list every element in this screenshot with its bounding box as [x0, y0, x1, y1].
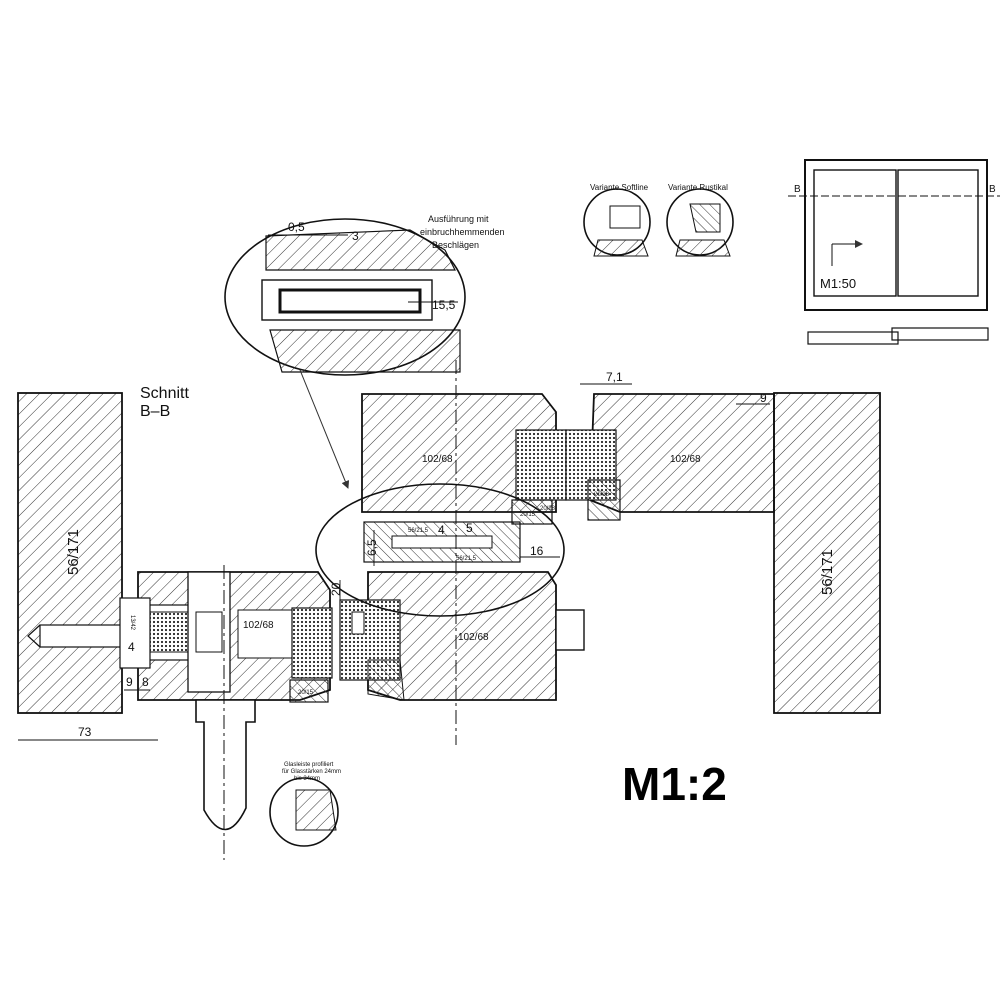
- dim-9-bottom: 9: [126, 675, 133, 689]
- overview-elevation: B B M1:50: [788, 159, 1000, 345]
- dim-20: 20: [329, 582, 343, 596]
- dim-9-top: 9: [760, 391, 767, 405]
- hardware-callout-line1: Ausführung mit: [428, 214, 489, 224]
- left-wall: 56/171: [17, 392, 123, 714]
- dim-3: 3: [352, 229, 359, 243]
- variant-rustikal-detail: Variante Rustikal: [666, 183, 734, 257]
- label-sash-upper-right: 102/68: [670, 454, 701, 465]
- upper-middle-sash-profile: 102/68 20/15: [361, 393, 567, 525]
- dim-4-left: 4: [128, 640, 135, 654]
- dim-15-5: 15,5: [432, 298, 456, 312]
- glazing-callout-line2: für Glasstärken 24mm: [282, 769, 341, 775]
- hardware-callout-line2: einbruchhemmenden: [420, 227, 505, 237]
- label-bead-mid-upper: 20/15: [520, 512, 536, 518]
- dim-4-mid: 4: [438, 523, 445, 537]
- dim-6-5: 6,5: [365, 539, 379, 556]
- label-rail-upper: 56/21,5: [408, 528, 429, 534]
- lower-left-frame-profile: 102/68 20/15 13/42: [27, 571, 333, 831]
- label-bead-mid-lower: 20/28: [594, 492, 610, 498]
- upper-right-sash-profile: 102/68 20/28 20/28: [540, 393, 775, 521]
- hardware-callout-line3: Beschlägen: [432, 240, 479, 250]
- right-wall-label: 56/171: [819, 549, 836, 595]
- overview-scale: M1:50: [820, 276, 856, 291]
- overview-section-mark-left: B: [794, 184, 801, 195]
- dim-73: 73: [78, 725, 92, 739]
- overview-section-mark-right: B: [989, 184, 996, 195]
- left-wall-label: 56/171: [65, 529, 82, 575]
- label-sash-left: 102/68: [243, 620, 274, 631]
- label-sash-middle: 102/68: [458, 632, 489, 643]
- dim-8: 8: [142, 675, 149, 689]
- hardware-detail-callout: Ausführung mit einbruchhemmenden Beschlä…: [224, 214, 505, 489]
- label-rail-lower: 56/21,5: [456, 556, 477, 562]
- label-bead-right: 20/28: [540, 506, 556, 512]
- glazing-callout-line3: bis 34mm: [294, 776, 320, 782]
- dim-16: 16: [530, 544, 544, 558]
- label-hinge-dim: 13/42: [129, 615, 135, 631]
- glazing-bead-detail: Glasleiste profiliert für Glasstärken 24…: [269, 762, 341, 847]
- drawing-scale-title: M1:2: [622, 758, 727, 810]
- dim-7-1: 7,1: [606, 370, 623, 384]
- right-wall: 56/171: [773, 392, 881, 714]
- label-sash-upper-left: 102/68: [422, 454, 453, 465]
- label-bead-left: 20/15: [298, 690, 314, 696]
- glazing-callout-line1: Glasleiste profiliert: [284, 762, 334, 768]
- dim-0-5: 0,5: [288, 220, 305, 234]
- variant-rustikal-label: Variante Rustikal: [668, 183, 728, 192]
- variant-softline-detail: Variante Softline: [583, 183, 651, 257]
- dimension-lines: [18, 234, 770, 741]
- lower-middle-sash-profile: 102/68: [339, 571, 585, 701]
- section-label-line2: B–B: [140, 403, 170, 420]
- rail-detail-ellipse: 56/21,5 56/21,5: [315, 483, 565, 617]
- dim-5: 5: [466, 521, 473, 535]
- section-label-line1: Schnitt: [140, 385, 189, 402]
- variant-softline-label: Variante Softline: [590, 183, 649, 192]
